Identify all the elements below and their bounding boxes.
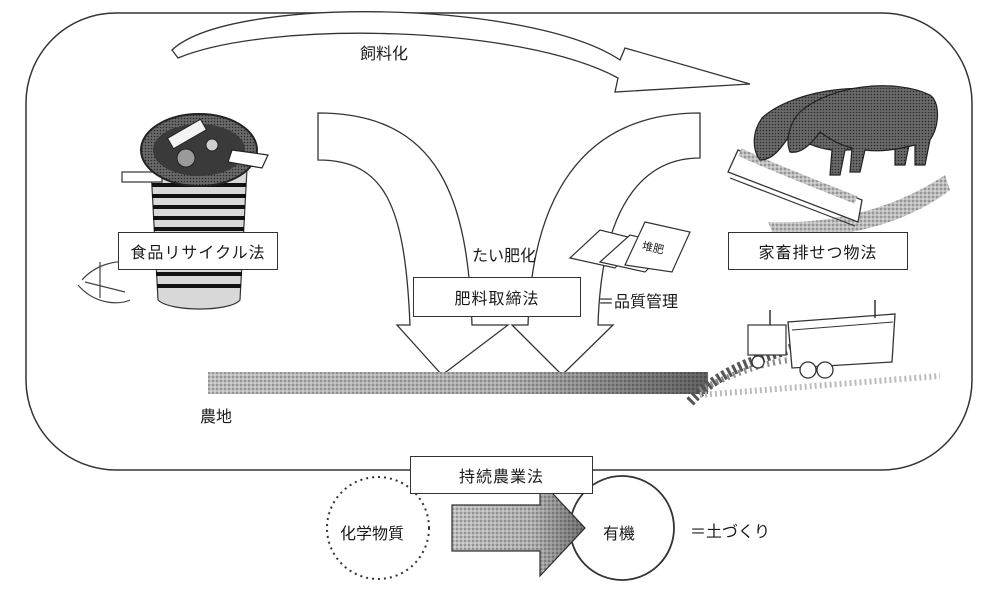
farmland-label: 農地 bbox=[200, 407, 233, 426]
food-waste-bin-icon bbox=[77, 113, 269, 310]
feed-conversion-label: 飼料化 bbox=[360, 44, 409, 63]
fertilizer-control-law-box: 肥料取締法 bbox=[413, 277, 581, 317]
livestock-excreta-law-box: 家畜排せつ物法 bbox=[728, 232, 908, 270]
sustainable-agriculture-law-box: 持続農業法 bbox=[410, 456, 593, 494]
feed-arrow bbox=[171, 11, 751, 93]
chemical-substance-label: 化学物質 bbox=[340, 524, 405, 543]
chemical-substance-circle bbox=[326, 476, 430, 580]
food-recycling-law-box: 食品リサイクル法 bbox=[118, 232, 278, 270]
fertilizer-bags-icon: 堆肥 bbox=[568, 221, 691, 273]
quality-control-label: ＝品質管理 bbox=[598, 292, 679, 311]
fertilizer-bag-text: 堆肥 bbox=[641, 239, 665, 256]
manure-spreader-icon bbox=[686, 300, 941, 406]
organic-label: 有機 bbox=[603, 524, 636, 543]
cattle-icon bbox=[727, 85, 950, 239]
composting-label: たい肥化 bbox=[472, 246, 537, 265]
soil-building-label: ＝土づくり bbox=[690, 522, 771, 541]
